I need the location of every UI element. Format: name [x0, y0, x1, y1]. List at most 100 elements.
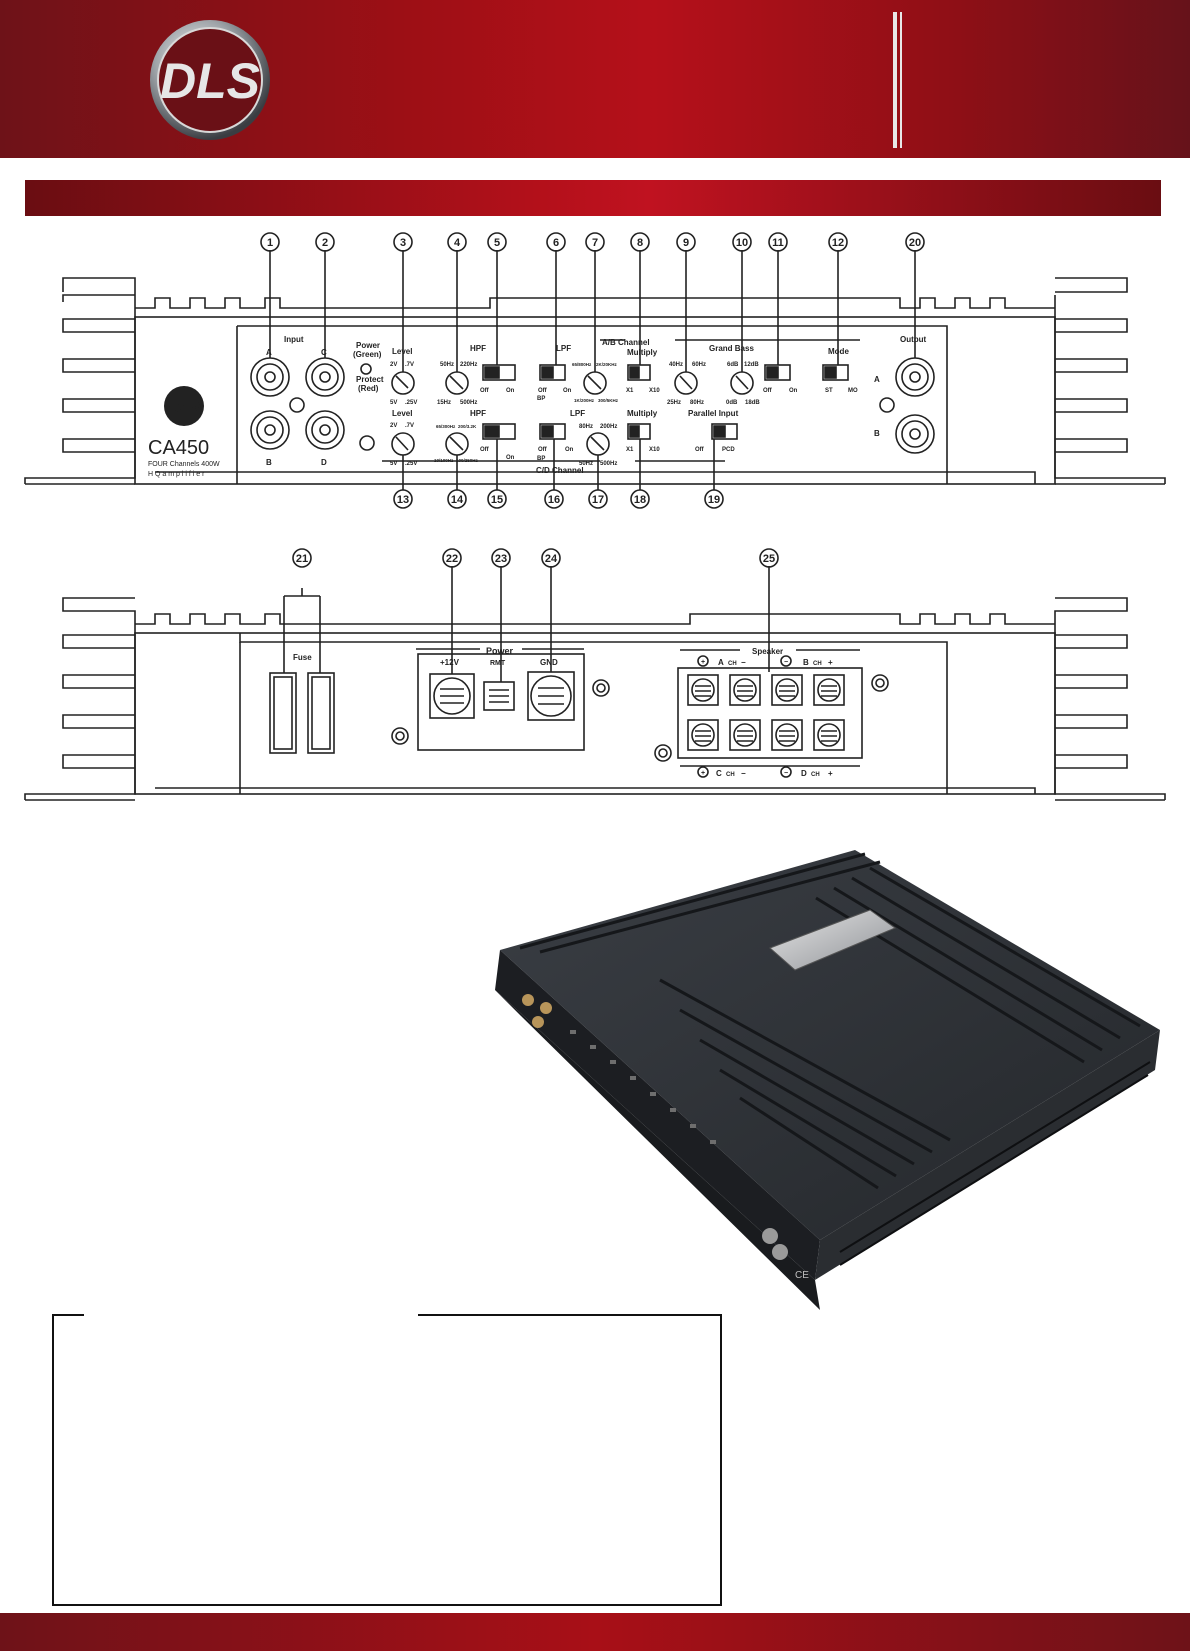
svg-text:200/3.2K: 200/3.2K — [458, 424, 477, 429]
callout-label: 8 — [637, 237, 643, 249]
svg-text:40Hz: 40Hz — [669, 362, 683, 368]
header-banner: DLS — [0, 0, 1190, 158]
svg-text:2K/20KHz: 2K/20KHz — [596, 362, 618, 367]
svg-text:Parallel Input: Parallel Input — [688, 409, 739, 418]
callout-label: 4 — [454, 237, 461, 249]
ce-mark: CE — [795, 1270, 809, 1281]
svg-text:A: A — [718, 658, 724, 667]
callout-label: 25 — [763, 553, 775, 565]
svg-text:LPF: LPF — [570, 409, 585, 418]
svg-text:0dB: 0dB — [726, 400, 738, 406]
svg-text:+: + — [828, 769, 833, 778]
svg-text:25Hz: 25Hz — [667, 400, 681, 406]
svg-text:PCD: PCD — [722, 447, 735, 453]
svg-text:Speaker: Speaker — [752, 647, 783, 656]
svg-text:A: A — [874, 375, 880, 384]
rear-panel-diagram: 21 22 23 24 25 Fuse Power +12V RMT GND S… — [0, 548, 1190, 808]
callout-label: 24 — [545, 553, 558, 565]
svg-text:Input: Input — [284, 335, 304, 344]
svg-text:Level: Level — [392, 347, 412, 356]
svg-text:1K/200Hz: 1K/200Hz — [574, 398, 595, 403]
svg-text:CH: CH — [813, 661, 822, 667]
callout-label: 19 — [708, 494, 720, 506]
svg-text:+12V: +12V — [440, 658, 460, 667]
callout-label: 21 — [296, 553, 308, 565]
svg-text:On: On — [565, 447, 574, 453]
svg-text:.7V: .7V — [405, 362, 414, 368]
svg-text:+: + — [828, 658, 833, 667]
svg-text:5V: 5V — [390, 461, 397, 467]
callout-label: 17 — [592, 494, 604, 506]
callout-label: 18 — [634, 494, 646, 506]
svg-text:50Hz: 50Hz — [579, 461, 593, 467]
svg-text:C/D Channel: C/D Channel — [536, 466, 584, 475]
callout-label: 3 — [400, 237, 406, 249]
info-box — [52, 1314, 722, 1606]
model-logo — [164, 386, 204, 426]
svg-text:MO: MO — [848, 388, 858, 394]
svg-text:−: − — [741, 658, 746, 667]
svg-text:HPF: HPF — [470, 344, 486, 353]
model-name: CA450 — [148, 437, 209, 459]
svg-text:CH: CH — [811, 772, 820, 778]
callout-label: 5 — [494, 237, 500, 249]
svg-text:H Q a m p l i f i e r: H Q a m p l i f i e r — [148, 471, 205, 478]
svg-text:DLS: DLS — [168, 400, 200, 417]
svg-text:65/800Hz: 65/800Hz — [572, 362, 592, 367]
svg-text:A/B Channel: A/B Channel — [602, 338, 650, 347]
callout-label: 13 — [397, 494, 409, 506]
svg-text:+: + — [701, 659, 705, 666]
svg-text:220Hz: 220Hz — [460, 362, 477, 368]
front-panel-diagram: DLS CA450 FOUR Channels 400W H Q a m p l… — [0, 222, 1190, 542]
svg-text:X1: X1 — [626, 388, 634, 394]
callout-label: 7 — [592, 237, 598, 249]
svg-text:ST: ST — [825, 388, 833, 394]
header-divider — [900, 12, 902, 148]
svg-text:6dB: 6dB — [727, 362, 739, 368]
svg-text:On: On — [563, 388, 572, 394]
callout-label: 11 — [772, 237, 784, 249]
svg-text:−: − — [784, 659, 788, 666]
svg-text:GND: GND — [540, 658, 558, 667]
svg-text:C: C — [321, 348, 327, 357]
svg-text:50Hz: 50Hz — [440, 362, 454, 368]
svg-text:2V: 2V — [390, 423, 397, 429]
callout-label: 6 — [553, 237, 559, 249]
svg-text:C: C — [716, 769, 722, 778]
svg-text:CH: CH — [728, 661, 737, 667]
callout-label: 20 — [909, 237, 921, 249]
svg-text:Output: Output — [900, 335, 927, 344]
callout-label: 23 — [495, 553, 507, 565]
callout-label: 2 — [322, 237, 328, 249]
svg-text:BP: BP — [537, 456, 545, 462]
svg-text:300/5KHz: 300/5KHz — [598, 398, 619, 403]
svg-text:HPF: HPF — [470, 409, 486, 418]
svg-text:X1: X1 — [626, 447, 634, 453]
svg-text:+: + — [701, 770, 705, 777]
svg-text:.25V: .25V — [405, 400, 417, 406]
brand-logo: DLS — [150, 20, 270, 140]
svg-text:Off: Off — [538, 447, 548, 453]
svg-text:Mode: Mode — [828, 347, 849, 356]
header-divider — [893, 12, 897, 148]
svg-text:10/100Hz: 10/100Hz — [434, 458, 454, 463]
svg-text:15Hz: 15Hz — [437, 400, 451, 406]
svg-text:Multiply: Multiply — [627, 348, 658, 357]
svg-text:80Hz: 80Hz — [579, 424, 593, 430]
svg-text:18dB: 18dB — [745, 400, 760, 406]
svg-text:On: On — [506, 388, 515, 394]
svg-text:D: D — [801, 769, 807, 778]
amplifier-photo: CE — [495, 850, 1160, 1310]
svg-text:On: On — [789, 388, 798, 394]
section-band — [25, 180, 1161, 216]
svg-text:LPF: LPF — [556, 344, 571, 353]
svg-text:B: B — [803, 658, 809, 667]
svg-text:Grand Bass: Grand Bass — [709, 344, 754, 353]
svg-text:Level: Level — [392, 409, 412, 418]
callout-label: 10 — [736, 237, 748, 249]
logo-text: DLS — [160, 53, 260, 109]
svg-text:100/250Hz: 100/250Hz — [456, 458, 479, 463]
callout-label: 14 — [451, 494, 464, 506]
svg-text:−: − — [741, 769, 746, 778]
svg-text:X10: X10 — [649, 447, 660, 453]
